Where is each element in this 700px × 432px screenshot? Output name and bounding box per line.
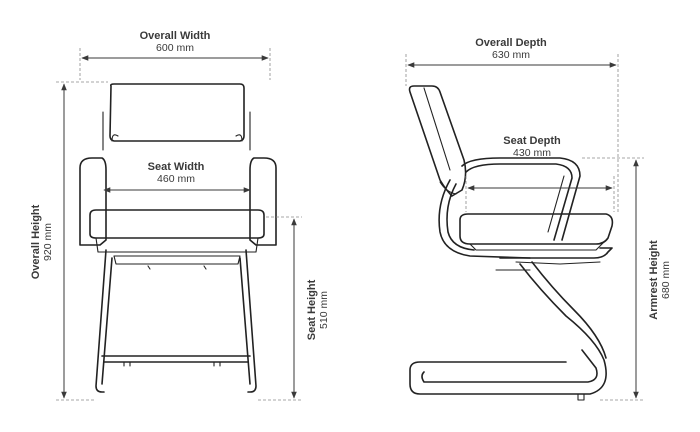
armrest-height-dimension: Armrest Height 680 mm bbox=[582, 157, 672, 401]
seat-width-dimension: Seat Width 460 mm bbox=[103, 161, 251, 193]
front-view-chair bbox=[79, 83, 277, 393]
seat-width-value: 460 mm bbox=[157, 173, 195, 185]
armrest-height-value: 680 mm bbox=[660, 261, 672, 299]
seat-width-label: Seat Width bbox=[148, 161, 205, 173]
seat-height-label: Seat Height bbox=[306, 279, 318, 340]
overall-depth-dimension: Overall Depth 630 mm bbox=[405, 37, 619, 214]
overall-width-label: Overall Width bbox=[140, 30, 211, 42]
overall-height-value: 920 mm bbox=[42, 223, 54, 261]
armrest-height-label: Armrest Height bbox=[648, 240, 660, 320]
overall-depth-label: Overall Depth bbox=[475, 37, 547, 49]
seat-height-dimension: Seat Height 510 mm bbox=[258, 216, 330, 401]
overall-width-value: 600 mm bbox=[156, 42, 194, 54]
seat-depth-value: 430 mm bbox=[513, 147, 551, 159]
overall-height-dimension: Overall Height 920 mm bbox=[30, 81, 108, 401]
overall-height-label: Overall Height bbox=[30, 204, 42, 279]
seat-depth-dimension: Seat Depth 430 mm bbox=[465, 135, 615, 212]
side-view-chair bbox=[408, 85, 614, 401]
seat-depth-label: Seat Depth bbox=[503, 135, 561, 147]
overall-depth-value: 630 mm bbox=[492, 49, 530, 61]
seat-height-value: 510 mm bbox=[318, 291, 330, 329]
overall-width-dimension: Overall Width 600 mm bbox=[79, 30, 271, 80]
